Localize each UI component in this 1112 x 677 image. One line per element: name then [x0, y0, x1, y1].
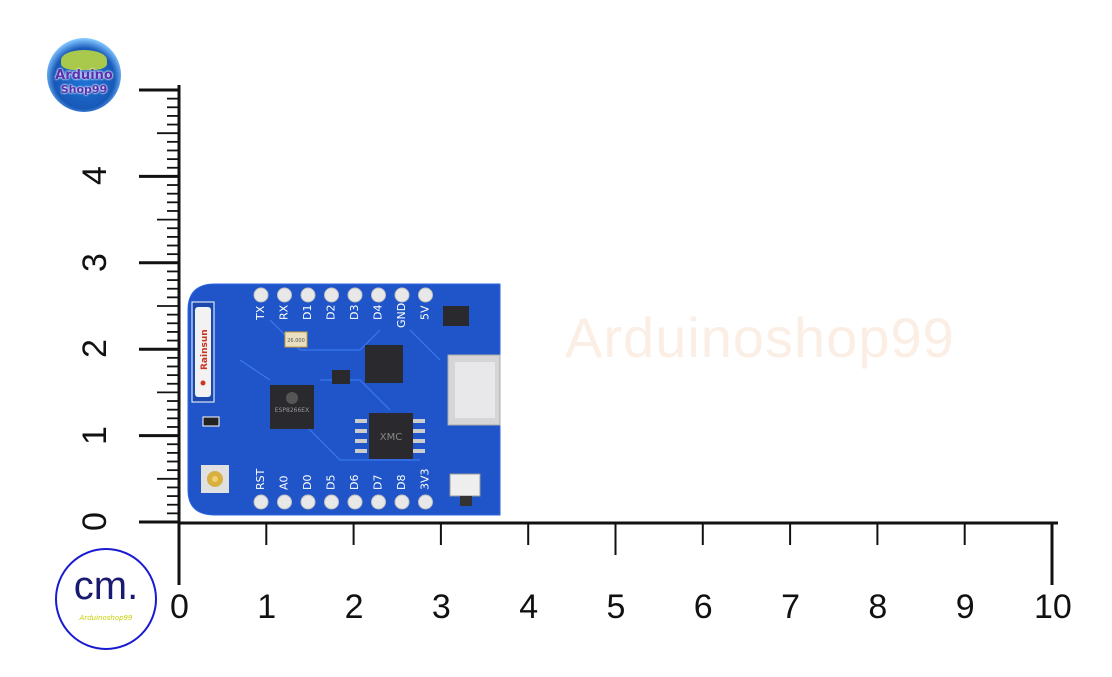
pin-label: D6	[348, 475, 361, 490]
pin-hole	[394, 287, 410, 303]
pin-label: D0	[301, 475, 314, 490]
pin-hole	[324, 287, 339, 303]
reset-button	[449, 473, 481, 497]
vertical-ruler-label: 4	[75, 166, 114, 186]
vertical-ruler-label: 1	[75, 425, 114, 445]
pin-hole	[347, 287, 363, 303]
watermark: Arduinoshop99	[565, 306, 955, 369]
svg-text:XMC: XMC	[380, 432, 402, 443]
horizontal-ruler-label: 8	[868, 588, 888, 626]
pin-label: 3V3	[419, 468, 432, 490]
unit-badge: cm. Arduinoshop99	[55, 548, 157, 650]
pin-label: GND	[395, 303, 408, 328]
horizontal-ruler-label: 1	[257, 588, 277, 626]
flash-chip	[369, 413, 413, 459]
pin-hole	[300, 494, 316, 510]
pin-hole	[394, 494, 410, 510]
horizontal-ruler-label: 6	[693, 588, 713, 626]
pin-label: 5V	[419, 305, 432, 320]
pin-hole	[324, 494, 339, 510]
horizontal-ruler-label: 2	[344, 588, 364, 626]
svg-text:ESP8266EX: ESP8266EX	[275, 407, 309, 414]
horizontal-ruler-label: 4	[519, 588, 539, 626]
ceramic-antenna	[195, 307, 211, 397]
svg-text:Rainsun: Rainsun	[200, 329, 210, 370]
crystal-label: 26.000	[287, 338, 305, 344]
usb-serial-chip	[365, 345, 403, 383]
vertical-ruler-label: 3	[75, 252, 114, 272]
pin-hole	[347, 494, 363, 510]
horizontal-ruler-label: 9	[955, 588, 975, 626]
pin-label: TX	[254, 305, 267, 321]
horizontal-ruler-label: 5	[606, 588, 626, 626]
pin-label: D2	[325, 305, 338, 320]
pin-hole	[277, 287, 292, 303]
pin-label: D4	[372, 305, 385, 320]
pin-hole	[371, 494, 386, 510]
vertical-ruler-label: 2	[75, 339, 114, 359]
vertical-ruler-label: 0	[75, 512, 114, 531]
pin-label: RST	[254, 468, 267, 490]
pin-hole	[277, 494, 292, 510]
pin-hole	[418, 494, 433, 510]
horizontal-ruler-label: 3	[431, 588, 451, 626]
pin-hole	[300, 287, 316, 303]
pin-hole	[418, 287, 433, 303]
pin-label: D1	[301, 305, 314, 320]
pin-label: A0	[278, 475, 291, 490]
crystal-oscillator	[284, 331, 308, 348]
pin-label: D7	[372, 475, 385, 490]
pin-label: D5	[325, 475, 338, 490]
pin-label: D8	[395, 475, 408, 490]
pin-hole	[253, 494, 269, 510]
horizontal-ruler-label: 7	[781, 588, 801, 626]
pin-hole	[253, 287, 269, 303]
horizontal-ruler-label: 0	[170, 588, 189, 626]
pin-label: D3	[348, 305, 361, 320]
pin-label: RX	[278, 304, 291, 320]
horizontal-ruler-label: 10	[1034, 588, 1072, 626]
arduinoshop99-logo: Arduino Shop99	[47, 38, 121, 112]
pin-hole	[371, 287, 386, 303]
